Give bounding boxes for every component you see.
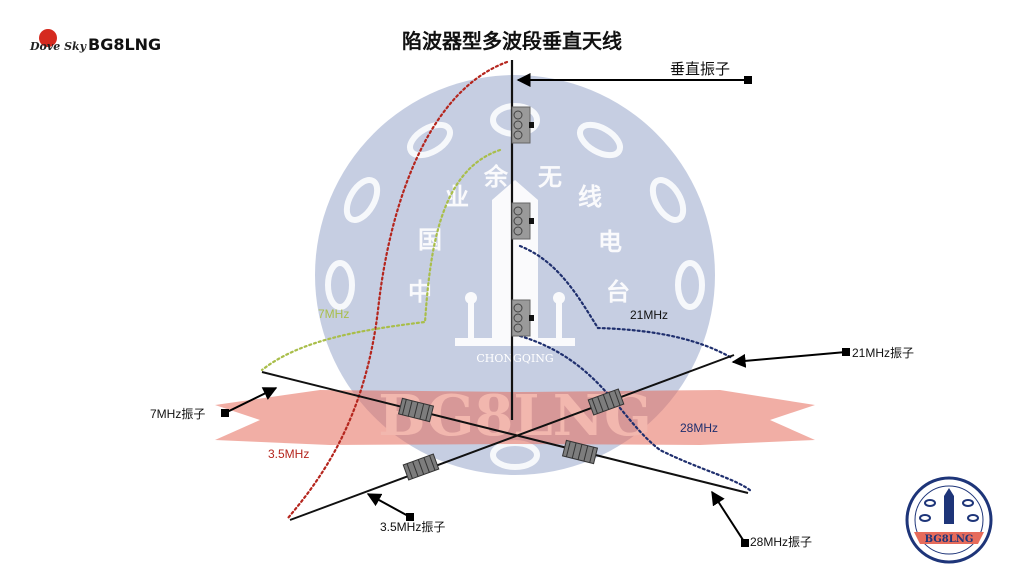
curve-21mhz [518,244,734,360]
arrow-7 [224,387,278,414]
arrow-28 [711,490,746,544]
callout-tails [221,76,850,547]
label-vertical-element: 垂直振子 [670,60,730,78]
label-3.5mhz-dipole: 3.5MHz振子 [380,520,445,534]
curve-label-7mhz: 7MHz [318,307,349,321]
label-21mhz-dipole: 21MHz振子 [852,346,914,360]
arrow-35 [366,493,411,518]
curve-7mhz [260,148,502,372]
watermark-glyph: 余 [483,163,509,191]
label-7mhz-dipole: 7MHz振子 [150,407,205,421]
watermark-ribbon [215,390,815,445]
watermark-city: CHONGQING [476,352,553,365]
watermark-glyph: 线 [578,183,602,211]
trap-middle [511,202,534,240]
watermark-glyph: 电 [598,228,622,256]
trap-7mhz-arm [397,397,435,423]
curve-label-3.5mhz: 3.5MHz [268,447,309,461]
seal-logo: BG8LNG [905,476,993,564]
brand-script-logo: Dove Sky [29,40,88,53]
arrow-21 [731,351,847,368]
callout-arrows [224,73,847,544]
trap-upper [511,106,534,144]
watermark-glyph: 中 [408,278,432,306]
wire-7-28 [261,371,749,494]
sun-icon [39,29,57,47]
trap-lower [511,299,534,337]
curve-label-21mhz: 21MHz [630,308,668,322]
vertical-traps [511,106,534,337]
brand-callsign-logo: BG8LNG [88,35,161,54]
brand-logo: Dove Sky BG8LNG [29,29,161,54]
dipole-traps [397,388,625,481]
trap-3.5mhz-arm [402,453,440,481]
trap-21mhz-arm [587,388,625,416]
page-title: 陷波器型多波段垂直天线 [402,29,622,53]
wire-35-21 [289,354,735,521]
curve-3.5mhz [286,60,509,520]
label-28mhz-dipole: 28MHz振子 [750,535,812,549]
watermark-glyph: 无 [538,163,562,191]
seal-text: BG8LNG [925,534,974,545]
trap-28mhz-arm [561,439,599,465]
curve-label-28mhz: 28MHz [680,421,718,435]
dipole-wires [261,354,749,521]
watermark-glyph: 台 [606,278,630,306]
